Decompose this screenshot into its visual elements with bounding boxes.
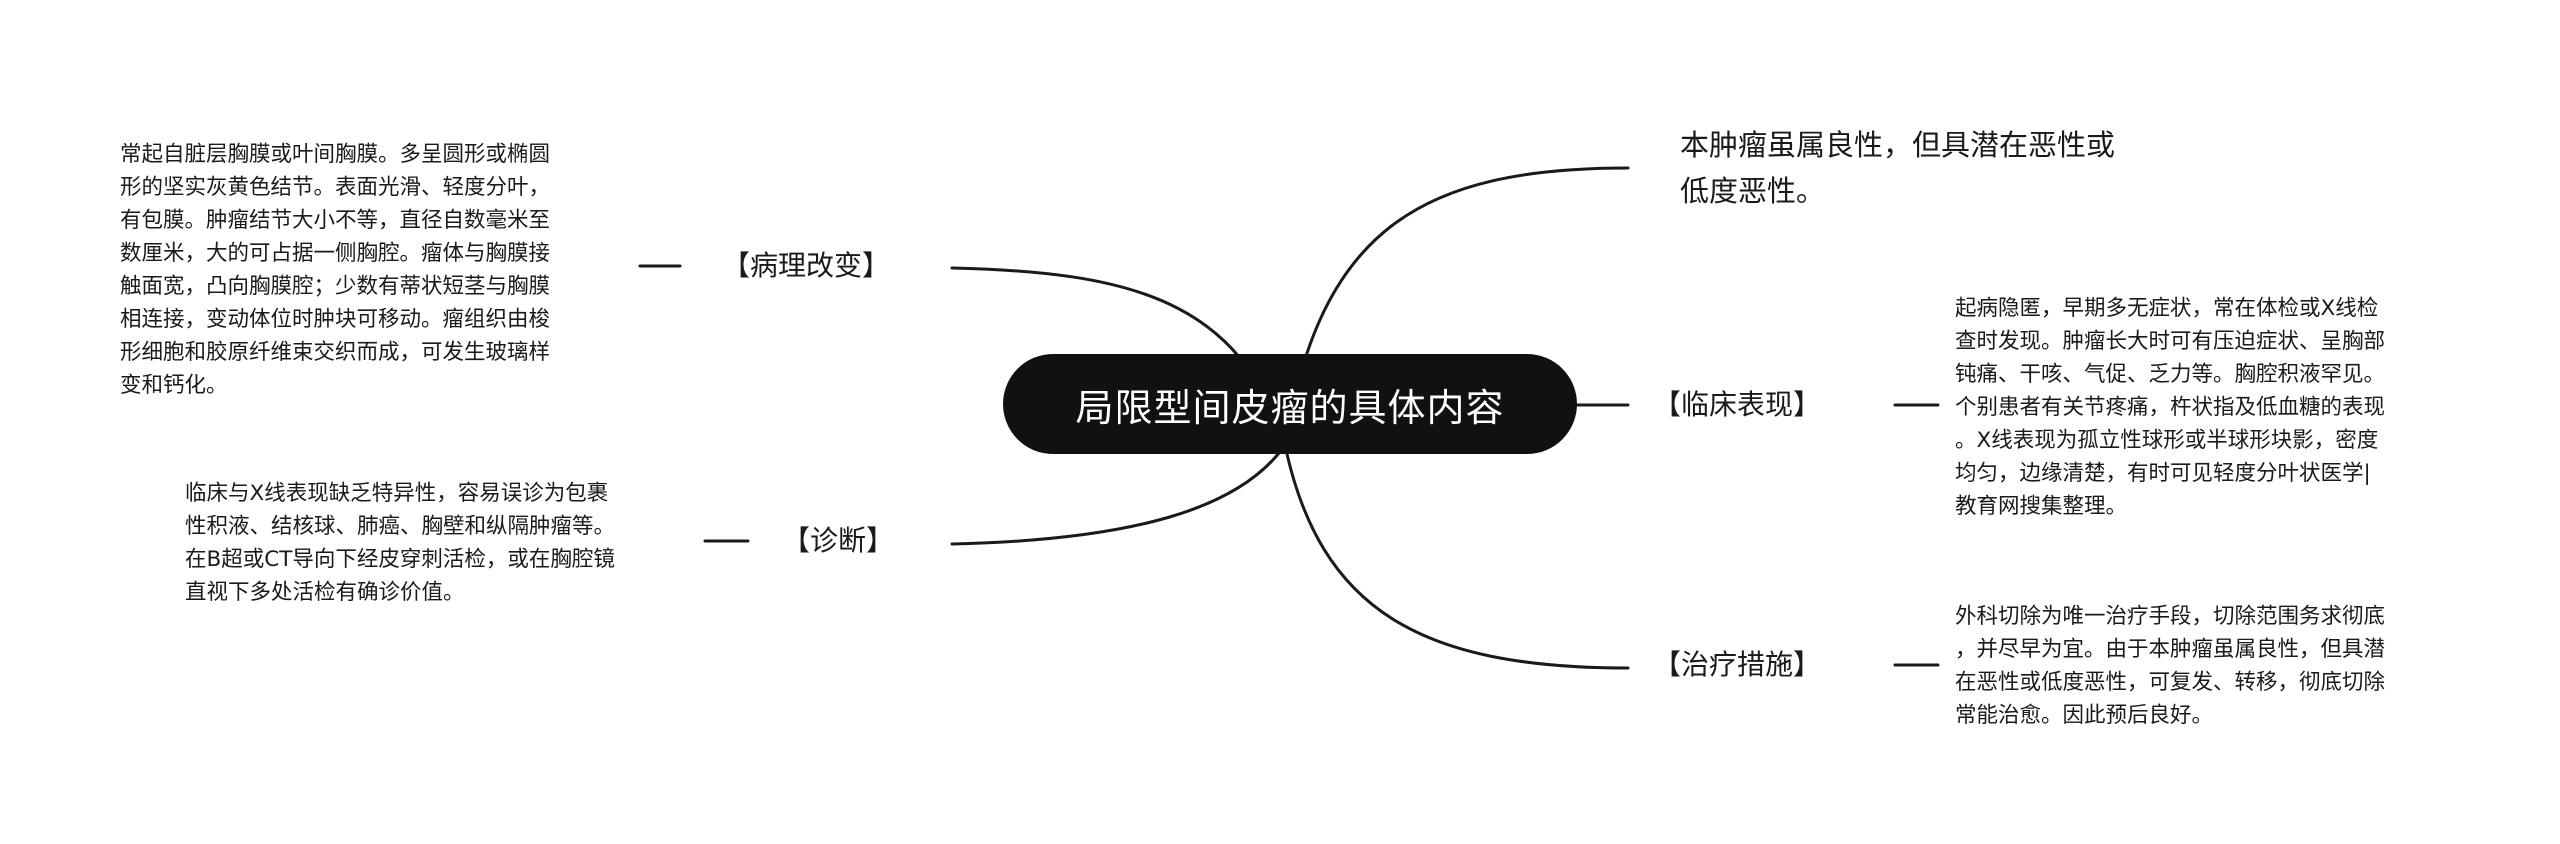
detail-line: ，并尽早为宜。由于本肿瘤虽属良性，但具潜 — [1955, 637, 2386, 662]
connector-diagnosis — [950, 443, 1287, 546]
branch-label-clinical[interactable]: 【临床表现】 — [1653, 388, 1822, 421]
detail-line: 常起自脏层胸膜或叶间胸膜。多呈圆形或椭圆 — [120, 142, 551, 167]
detail-line: 触面宽，凸向胸膜腔；少数有蒂状短茎与胸膜 — [120, 274, 551, 299]
detail-line: 变和钙化。 — [120, 373, 228, 398]
detail-line: 形细胞和胶原纤维束交织而成，可发生玻璃样 — [120, 340, 551, 365]
connector-treatment — [1283, 443, 1630, 670]
detail-line: 教育网搜集整理。 — [1955, 494, 2128, 519]
detail-diagnosis: 临床与X线表现缺乏特异性，容易误诊为包裹 性积液、结核球、肺癌、胸壁和纵隔肿瘤等… — [185, 477, 615, 609]
top-note-line: 本肿瘤虽属良性，但具潜在恶性或 — [1680, 128, 2116, 162]
detail-line: 在恶性或低度恶性，可复发、转移，彻底切除 — [1955, 670, 2386, 695]
detail-treatment: 外科切除为唯一治疗手段，切除范围务求彻底 ，并尽早为宜。由于本肿瘤虽属良性，但具… — [1955, 600, 2385, 732]
detail-line: 外科切除为唯一治疗手段，切除范围务求彻底 — [1955, 604, 2386, 629]
branch-label-diagnosis[interactable]: 【诊断】 — [782, 524, 895, 557]
detail-line: 钝痛、干咳、气促、乏力等。胸腔积液罕见。 — [1955, 362, 2386, 387]
central-topic-title: 局限型间皮瘤的具体内容 — [1075, 385, 1505, 430]
detail-line: 查时发现。肿瘤长大时可有压迫症状、呈胸部 — [1955, 329, 2386, 354]
detail-line: 相连接，变动体位时肿块可移动。瘤组织由梭 — [120, 307, 551, 332]
detail-line: 常能治愈。因此预后良好。 — [1955, 703, 2214, 728]
branch-label-treatment[interactable]: 【治疗措施】 — [1653, 648, 1822, 681]
detail-line: 有包膜。肿瘤结节大小不等，直径自数毫米至 — [120, 208, 551, 233]
detail-line: 数厘米，大的可占据一侧胸腔。瘤体与胸膜接 — [120, 241, 551, 266]
detail-pathology: 常起自脏层胸膜或叶间胸膜。多呈圆形或椭圆 形的坚实灰黄色结节。表面光滑、轻度分叶… — [120, 138, 550, 402]
central-topic-node[interactable]: 局限型间皮瘤的具体内容 — [1003, 354, 1577, 454]
detail-line: 性积液、结核球、肺癌、胸壁和纵隔肿瘤等。 — [185, 514, 616, 539]
detail-clinical: 起病隐匿，早期多无症状，常在体检或X线检 查时发现。肿瘤长大时可有压迫症状、呈胸… — [1955, 292, 2385, 523]
detail-line: 在B超或CT导向下经皮穿刺活检，或在胸腔镜 — [185, 547, 615, 572]
top-note-text: 本肿瘤虽属良性，但具潜在恶性或 低度恶性。 — [1680, 122, 2115, 214]
top-note-line: 低度恶性。 — [1680, 174, 1826, 208]
detail-line: 直视下多处活检有确诊价值。 — [185, 580, 465, 605]
detail-line: 均匀，边缘清楚，有时可见轻度分叶状医学| — [1955, 461, 2371, 486]
detail-line: 临床与X线表现缺乏特异性，容易误诊为包裹 — [185, 481, 609, 506]
branch-label-pathology[interactable]: 【病理改变】 — [722, 249, 891, 282]
detail-line: 。X线表现为孤立性球形或半球形块影，密度 — [1955, 428, 2379, 453]
detail-line: 形的坚实灰黄色结节。表面光滑、轻度分叶， — [120, 175, 551, 200]
detail-line: 起病隐匿，早期多无症状，常在体检或X线检 — [1955, 296, 2379, 321]
detail-line: 个别患者有关节疼痛，杵状指及低血糖的表现 — [1955, 395, 2386, 420]
